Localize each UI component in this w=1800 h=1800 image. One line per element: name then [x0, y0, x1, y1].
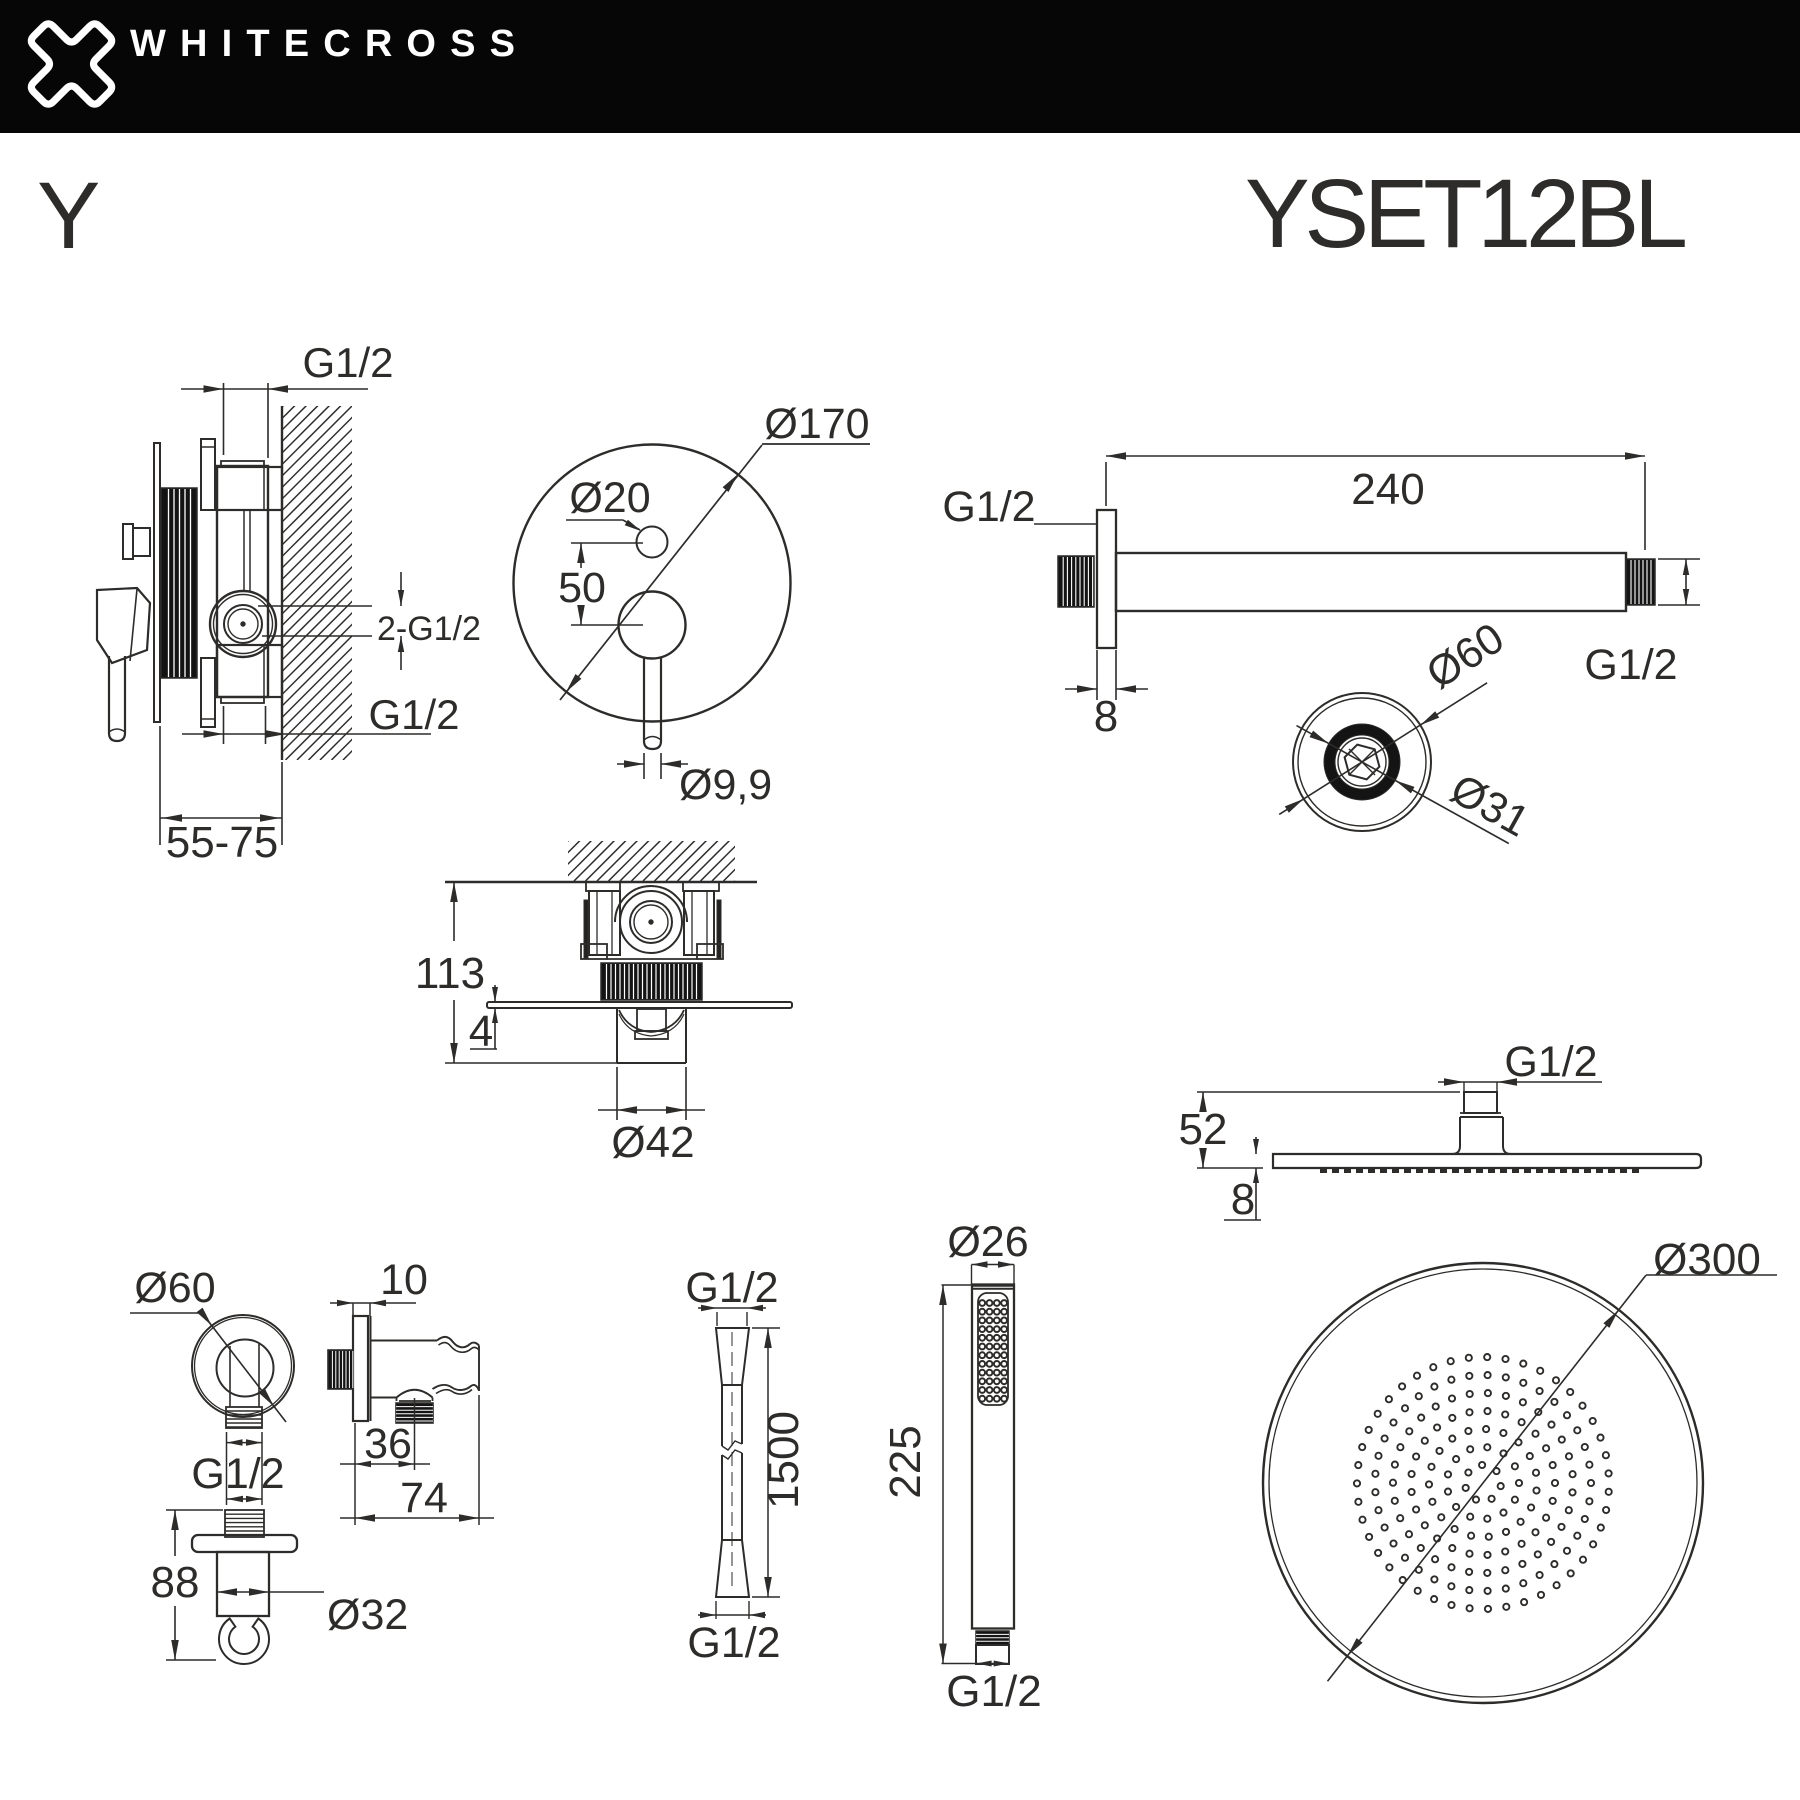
svg-text:G1/2: G1/2: [1584, 641, 1677, 689]
svg-text:52: 52: [1179, 1105, 1228, 1154]
svg-text:WHITECROSS: WHITECROSS: [130, 23, 515, 65]
svg-text:G1/2: G1/2: [368, 691, 459, 738]
svg-text:Ø20: Ø20: [569, 474, 650, 522]
svg-text:Y: Y: [37, 163, 100, 269]
svg-text:YSET12BL: YSET12BL: [1245, 159, 1688, 268]
svg-text:1500: 1500: [759, 1411, 808, 1509]
svg-text:10: 10: [380, 1256, 428, 1304]
svg-text:4: 4: [469, 1007, 493, 1056]
svg-text:Ø32: Ø32: [327, 1591, 408, 1639]
svg-text:36: 36: [364, 1420, 412, 1468]
svg-text:Ø42: Ø42: [611, 1118, 694, 1167]
svg-text:G1/2: G1/2: [302, 339, 393, 386]
svg-text:G1/2: G1/2: [685, 1264, 778, 1312]
svg-text:G1/2: G1/2: [687, 1619, 780, 1667]
svg-text:Ø26: Ø26: [947, 1218, 1028, 1266]
svg-text:50: 50: [558, 564, 606, 612]
svg-text:113: 113: [415, 949, 485, 998]
svg-text:225: 225: [881, 1425, 930, 1498]
svg-text:74: 74: [400, 1474, 448, 1522]
svg-text:55-75: 55-75: [166, 818, 279, 867]
svg-text:88: 88: [151, 1558, 200, 1607]
svg-text:240: 240: [1351, 465, 1424, 514]
svg-text:Ø60: Ø60: [134, 1264, 215, 1312]
svg-text:8: 8: [1094, 692, 1118, 741]
svg-text:G1/2: G1/2: [942, 483, 1035, 531]
svg-text:Ø170: Ø170: [764, 400, 869, 448]
svg-text:Ø300: Ø300: [1653, 1235, 1761, 1284]
svg-text:G1/2: G1/2: [1504, 1038, 1597, 1086]
svg-text:G1/2: G1/2: [191, 1450, 284, 1498]
svg-text:2-G1/2: 2-G1/2: [377, 610, 481, 648]
svg-text:8: 8: [1231, 1175, 1255, 1224]
svg-text:G1/2: G1/2: [946, 1667, 1041, 1716]
svg-text:Ø9,9: Ø9,9: [679, 761, 772, 809]
